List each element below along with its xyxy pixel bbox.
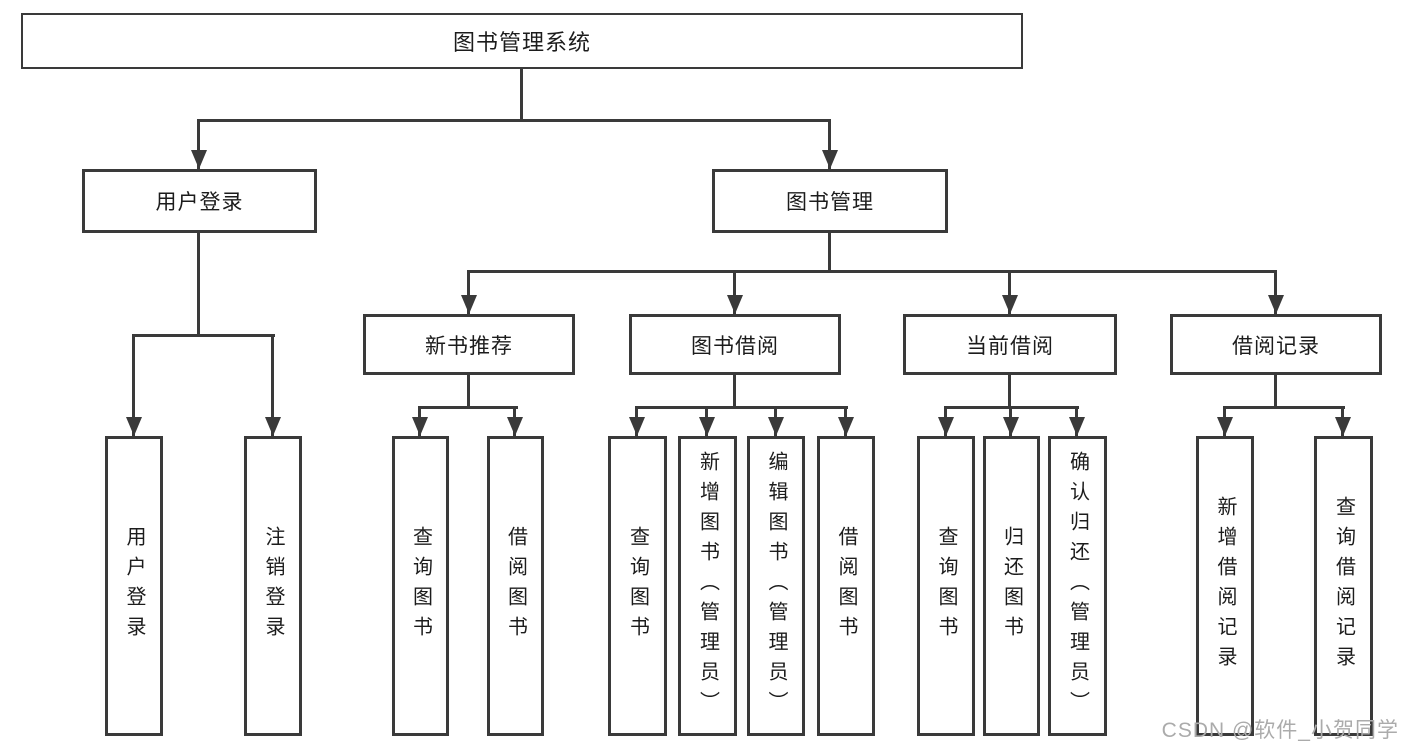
leaf-bb-borrow-books: 借阅图书 [817,436,875,736]
connector-vline [1274,375,1277,407]
node-user-login: 用户登录 [82,169,317,233]
connector-hline [467,270,1277,273]
leaf-br-add-record: 新增借阅记录 [1196,436,1254,736]
arrowhead-down-icon [629,417,645,436]
node-library-management-system: 图书管理系统 [21,13,1023,69]
arrowhead-down-icon [1217,417,1233,436]
arrowhead-down-icon [699,417,715,436]
node-current-borrowing: 当前借阅 [903,314,1117,375]
leaf-logout-label: 注销登录 [262,526,284,646]
leaf-logout: 注销登录 [244,436,302,736]
leaf-user-login: 用户登录 [105,436,163,736]
arrowhead-down-icon [1069,417,1085,436]
arrowhead-down-icon [412,417,428,436]
leaf-cb-return-books: 归还图书 [983,436,1040,736]
arrowhead-down-icon [938,417,954,436]
leaf-nb-query-books: 查询图书 [392,436,449,736]
connector-vline [467,375,470,407]
arrowhead-down-icon [507,417,523,436]
connector-hline [197,119,831,122]
connector-vline [197,233,200,336]
leaf-cb-confirm-return: 确认归还（管理员） [1048,436,1107,736]
connector-vline [1274,270,1277,314]
connector-vline [271,334,274,436]
leaf-cb-return-books-label: 归还图书 [1000,526,1023,646]
leaf-user-login-label: 用户登录 [123,526,145,646]
leaf-br-query-record-label: 查询借阅记录 [1332,496,1355,676]
arrowhead-down-icon [1002,295,1018,314]
arrowhead-down-icon [1335,417,1351,436]
arrowhead-down-icon [768,417,784,436]
leaf-bb-query-books: 查询图书 [608,436,667,736]
connector-vline [132,334,135,436]
connector-vline [733,270,736,314]
leaf-cb-confirm-return-label: 确认归还（管理员） [1066,451,1089,721]
leaf-cb-query-books: 查询图书 [917,436,975,736]
node-book-management: 图书管理 [712,169,948,233]
connector-vline [520,69,523,121]
leaf-nb-borrow-books-label: 借阅图书 [504,526,527,646]
leaf-bb-add-books: 新增图书（管理员） [678,436,737,736]
leaf-bb-query-books-label: 查询图书 [626,526,649,646]
csdn-watermark: CSDN @软件_小贺同学 [1161,719,1399,742]
leaf-nb-query-books-label: 查询图书 [409,526,432,646]
arrowhead-down-icon [126,417,142,436]
connector-vline [1008,375,1011,407]
node-borrow-records: 借阅记录 [1170,314,1382,375]
arrowhead-down-icon [822,150,838,169]
arrowhead-down-icon [461,295,477,314]
connector-vline [828,233,831,273]
node-book-borrowing: 图书借阅 [629,314,841,375]
node-new-book-recommend: 新书推荐 [363,314,575,375]
arrowhead-down-icon [191,150,207,169]
leaf-bb-add-books-label: 新增图书（管理员） [696,451,719,721]
arrowhead-down-icon [265,417,281,436]
leaf-nb-borrow-books: 借阅图书 [487,436,544,736]
connector-vline [733,375,736,407]
connector-vline [828,119,831,169]
arrowhead-down-icon [727,295,743,314]
arrowhead-down-icon [838,417,854,436]
leaf-br-add-record-label: 新增借阅记录 [1214,496,1236,676]
leaf-br-query-record: 查询借阅记录 [1314,436,1373,736]
connector-hline [635,406,848,409]
arrowhead-down-icon [1003,417,1019,436]
leaf-cb-query-books-label: 查询图书 [935,526,957,646]
arrowhead-down-icon [1268,295,1284,314]
leaf-bb-edit-books: 编辑图书（管理员） [747,436,805,736]
connector-vline [197,119,200,169]
connector-hline [1223,406,1345,409]
connector-vline [467,270,470,314]
leaf-bb-edit-books-label: 编辑图书（管理员） [765,451,787,721]
connector-vline [1008,270,1011,314]
connector-hline [132,334,275,337]
connector-hline [418,406,518,409]
leaf-bb-borrow-books-label: 借阅图书 [835,526,857,646]
